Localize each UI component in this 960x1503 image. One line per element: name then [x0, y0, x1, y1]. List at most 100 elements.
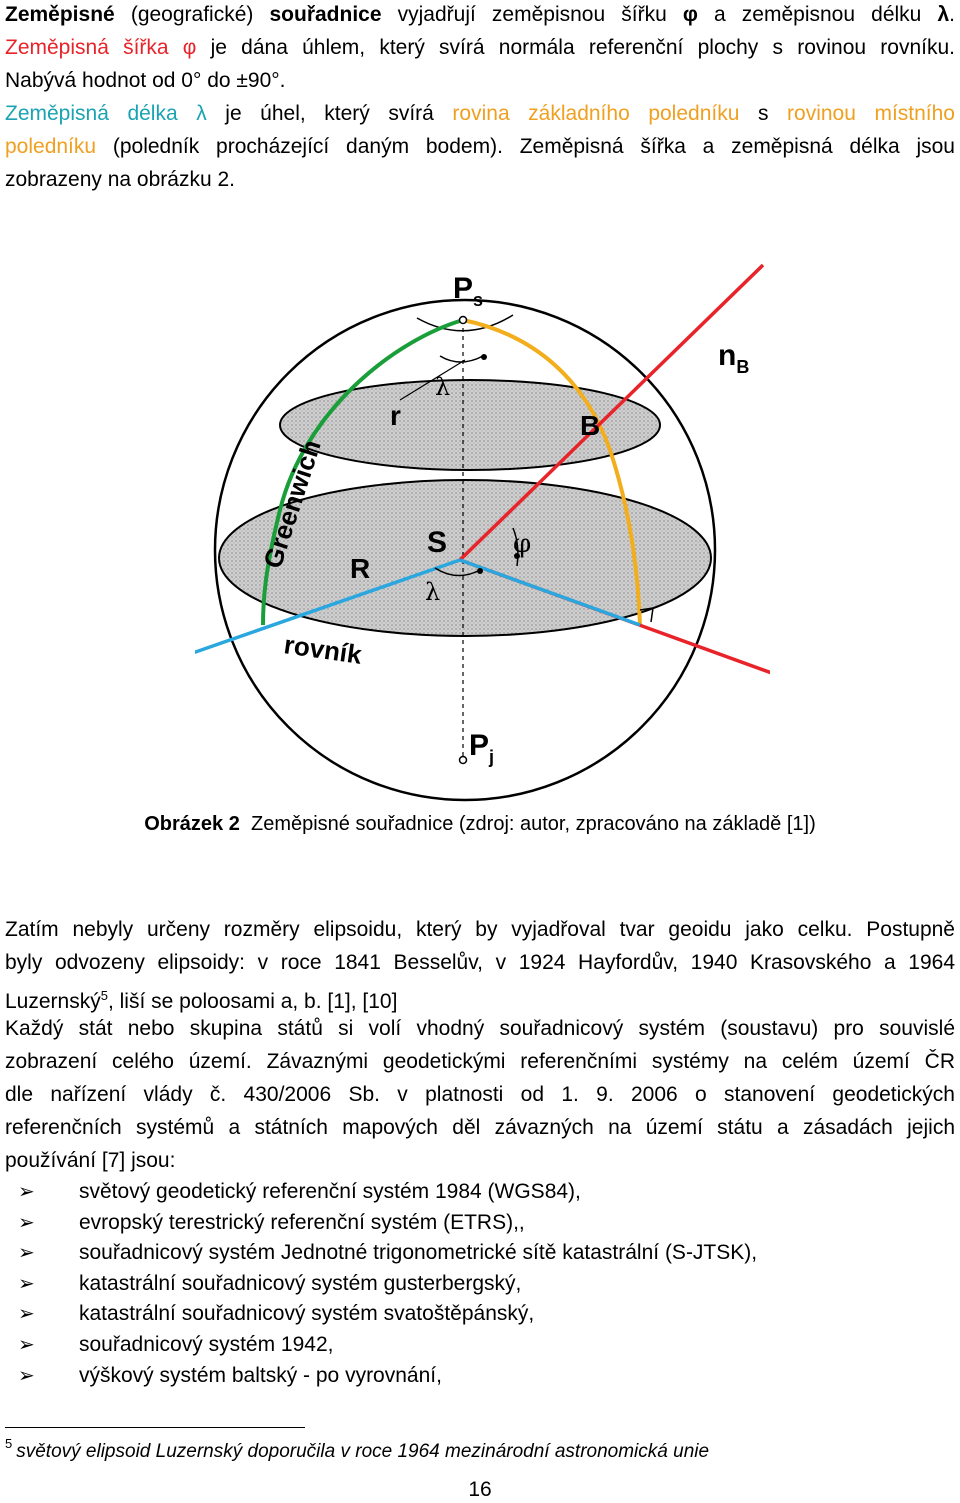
label-lambda-top: λ [435, 373, 450, 401]
label-rovnik: rovník [282, 629, 364, 670]
para3-line-1: Každý stát nebo skupina států si volí vh… [5, 1012, 955, 1045]
footnote-mark: 5 [5, 1436, 13, 1451]
list-item: ➢ evropský terestrický referenční systém … [5, 1208, 757, 1239]
term-prime-meridian-plane: rovina základního poledníku [452, 102, 740, 125]
footnote-text: světový elipsoid Luzernský doporučila v … [16, 1441, 710, 1462]
phi-angle-arc [512, 527, 519, 567]
term-local-meridian-plane: rovinou místního [787, 102, 955, 125]
para3-line-3: dle nařízení vlády č. 430/2006 Sb. v pla… [5, 1078, 955, 1111]
label-pj: Pj [469, 729, 494, 767]
text-fragment: referenčních systémů a státních mapových… [5, 1116, 955, 1139]
arrowhead-bullet-icon: ➢ [18, 1181, 35, 1203]
list-item: ➢ souřadnicový systém Jednotné trigonomet… [5, 1238, 757, 1269]
greenwich-meridian [261, 318, 464, 626]
north-pole-point [458, 315, 468, 325]
text-fragment: Nabývá hodnot od 0° do ±90°. [5, 69, 286, 92]
intro-line-3: Nabývá hodnot od 0° do ±90°. [5, 64, 955, 97]
figure-caption: Obrázek 2 Zeměpisné souřadnice (zdroj: a… [0, 813, 960, 836]
caption-text: Zeměpisné souřadnice (zdroj: autor, zpra… [250, 813, 816, 835]
term-longitude: Zeměpisná délka λ [5, 102, 207, 125]
lambda-angle-arc-bottom [434, 567, 481, 577]
text-fragment: , liší se poloosami a, b. [1], [10] [107, 990, 398, 1013]
text-fragment: dle nařízení vlády č. 430/2006 Sb. v pla… [5, 1083, 955, 1106]
label-r-small: r [390, 400, 401, 431]
text-fragment: zobrazeny na obrázku 2. [5, 168, 235, 191]
text-fragment: vyjadřují zeměpisnou šířku [381, 3, 683, 26]
list-item-text: katastrální souřadnicový systém gusterbe… [79, 1271, 522, 1295]
list-item-text: výškový systém baltský - po vyrovnání, [79, 1363, 442, 1387]
term-meridian: poledníku [5, 135, 97, 158]
text-fragment: Luzernský [5, 990, 101, 1013]
list-item-text: evropský terestrický referenční systém (… [79, 1210, 525, 1234]
label-b: B [580, 410, 600, 441]
list-item-text: souřadnicový systém Jednotné trigonometr… [79, 1241, 758, 1265]
lambda-angle-dot-top [481, 354, 487, 360]
text-fragment: je dána úhlem, který svírá normála refer… [196, 36, 955, 59]
surface-normal [458, 263, 765, 562]
list-item: ➢výškový systém baltský - po vyrovnání, [5, 1361, 757, 1392]
text-fragment: je úhel, který svírá [206, 102, 453, 125]
footnote-separator [5, 1427, 305, 1428]
arrowhead-bullet-icon: ➢ [18, 1211, 35, 1234]
intro-line-4: Zeměpisná délka λ je úhel, který svírá r… [5, 97, 955, 130]
symbol-phi: φ [682, 3, 698, 26]
intro-line-1: Zeměpisné (geografické) souřadnice vyjad… [5, 0, 955, 31]
text-fragment: (poledník procházející daným bodem). [96, 135, 520, 158]
text-fragment: zobrazení celého území. Závaznými geodet… [5, 1050, 955, 1073]
list-item: ➢ světový geodetický referenční systém 19… [5, 1177, 757, 1208]
footnote-ref[interactable]: 5 [100, 988, 108, 1003]
text-fragment: používání [7] jsou: [5, 1149, 176, 1172]
equator-plane [218, 479, 712, 637]
arrowhead-bullet-icon: ➢ [18, 1242, 35, 1265]
list-item: ➢ katastrální souřadnicový systém gusterb… [5, 1269, 757, 1300]
text-fragment: a zeměpisnou délku [697, 3, 938, 26]
text-fragment: s [739, 102, 788, 125]
arrowhead-bullet-icon: ➢ [18, 1303, 35, 1326]
parallel-plane [279, 379, 661, 471]
term-souradnice: souřadnice [269, 3, 382, 26]
caption-label: Obrázek 2 [144, 813, 240, 835]
list-item: ➢ souřadnicový systém 1942, [5, 1330, 757, 1361]
list-item-text: světový geodetický referenční systém 198… [79, 1180, 581, 1203]
para3-line-4: referenčních systémů a státních mapových… [5, 1111, 955, 1144]
sphere-outline [213, 298, 717, 802]
arrowhead-bullet-icon: ➢ [18, 1272, 35, 1295]
arrowhead-bullet-icon: ➢ [18, 1333, 35, 1356]
lambda-angle-dot-bottom [477, 568, 483, 574]
text-fragment: Zeměpisná šířka a zeměpisná délka jsou [519, 135, 955, 158]
reference-systems-list: ➢ světový geodetický referenční systém 19… [5, 1177, 757, 1391]
para2-line-2: byly odvozeny elipsoidy: v roce 1841 Bes… [5, 946, 955, 979]
lambda-angle-arc-top [439, 355, 484, 363]
label-lambda-bottom: λ [425, 578, 440, 606]
intro-line-6: zobrazeny na obrázku 2. [5, 163, 955, 196]
text-fragment: Každý stát nebo skupina států si volí vh… [5, 1017, 955, 1040]
symbol-lambda: λ [937, 3, 950, 26]
term-zemepisne: Zeměpisné [5, 3, 115, 26]
label-r-big: R [350, 553, 370, 584]
south-pole-point [458, 755, 468, 765]
label-s: S [427, 526, 447, 559]
polar-cap [416, 314, 514, 332]
term-latitude: Zeměpisná šířka φ [5, 36, 197, 59]
list-item-text: katastrální souřadnicový systém svatoště… [79, 1302, 535, 1326]
text-fragment: . [949, 3, 955, 26]
equator-radius-greenwich [195, 558, 461, 655]
label-nb: nB [718, 339, 749, 377]
right-angle-mark [639, 607, 654, 623]
page-number: 16 [468, 1478, 492, 1501]
text-fragment: byly odvozeny elipsoidy: v roce 1841 Bes… [5, 951, 955, 974]
parallel-radius [399, 359, 466, 401]
para2-line-1: Zatím nebyly určeny rozměry elipsoidu, k… [5, 913, 955, 946]
list-item: ➢ katastrální souřadnicový systém svatošt… [5, 1299, 757, 1330]
equator-radius-local [459, 558, 641, 627]
local-meridian [462, 318, 642, 626]
para2-line-3: Luzernský5, liší se poloosami a, b. [1],… [5, 979, 955, 1018]
phi-angle-dot [514, 553, 520, 559]
text-fragment: (geografické) [114, 3, 270, 26]
para3-line-5: používání [7] jsou: [5, 1144, 955, 1177]
label-phi: φ [513, 529, 531, 559]
list-item-text: souřadnicový systém 1942, [79, 1332, 334, 1356]
text-fragment: Zatím nebyly určeny rozměry elipsoidu, k… [5, 918, 955, 941]
intro-line-2: Zeměpisná šířka φ je dána úhlem, který s… [5, 31, 955, 64]
